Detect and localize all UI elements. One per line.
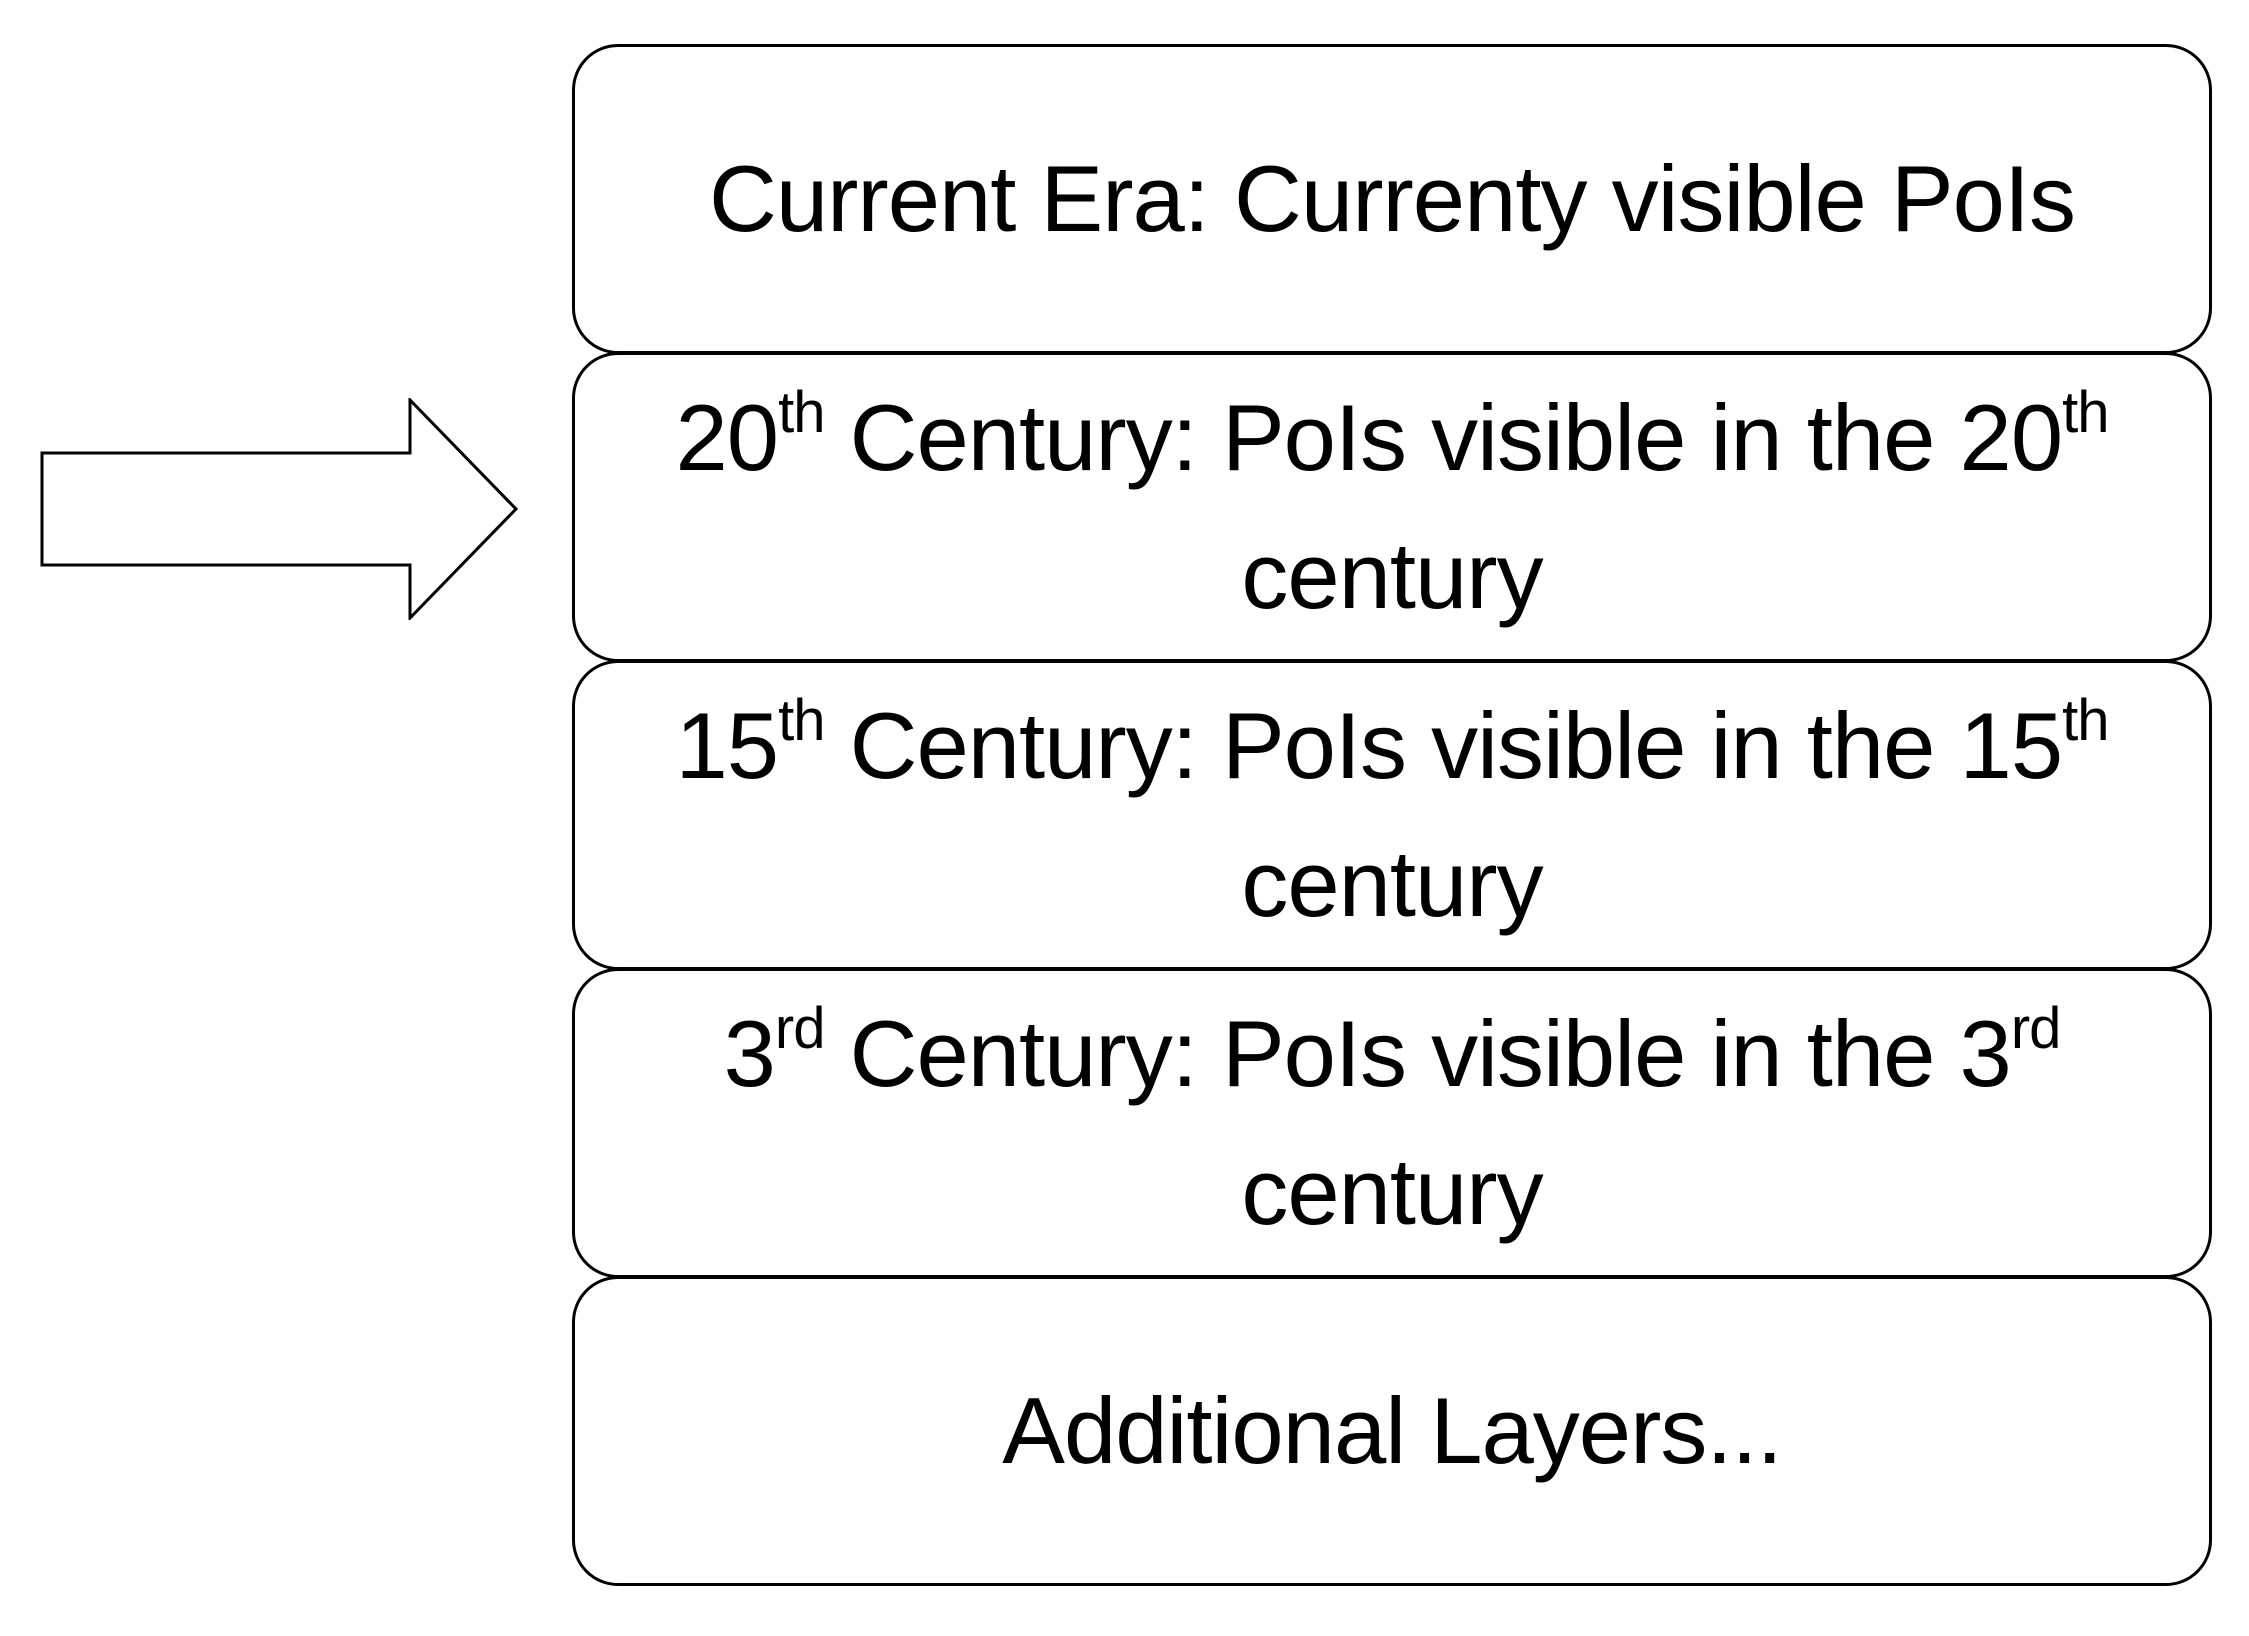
- layer-20th-century: 20th Century: PoIs visible in the 20th c…: [572, 352, 2212, 662]
- layer-label: 3rd Century: PoIs visible in the 3rd cen…: [723, 995, 2062, 1244]
- arrow-shape: [40, 398, 519, 620]
- layer-3rd-century: 3rd Century: PoIs visible in the 3rd cen…: [572, 968, 2212, 1278]
- layer-stack: Current Era: Currenty visible PoIs 20th …: [572, 44, 2212, 1586]
- layer-current-era: Current Era: Currenty visible PoIs: [572, 44, 2212, 354]
- layer-label: Additional Layers...: [1002, 1378, 1782, 1483]
- layer-label: Current Era: Currenty visible PoIs: [708, 146, 2076, 251]
- layer-label: 15th Century: PoIs visible in the 15th c…: [675, 687, 2110, 936]
- right-arrow-icon: [40, 398, 519, 620]
- layer-additional: Additional Layers...: [572, 1276, 2212, 1586]
- layer-label: 20th Century: PoIs visible in the 20th c…: [675, 379, 2110, 628]
- layer-15th-century: 15th Century: PoIs visible in the 15th c…: [572, 660, 2212, 970]
